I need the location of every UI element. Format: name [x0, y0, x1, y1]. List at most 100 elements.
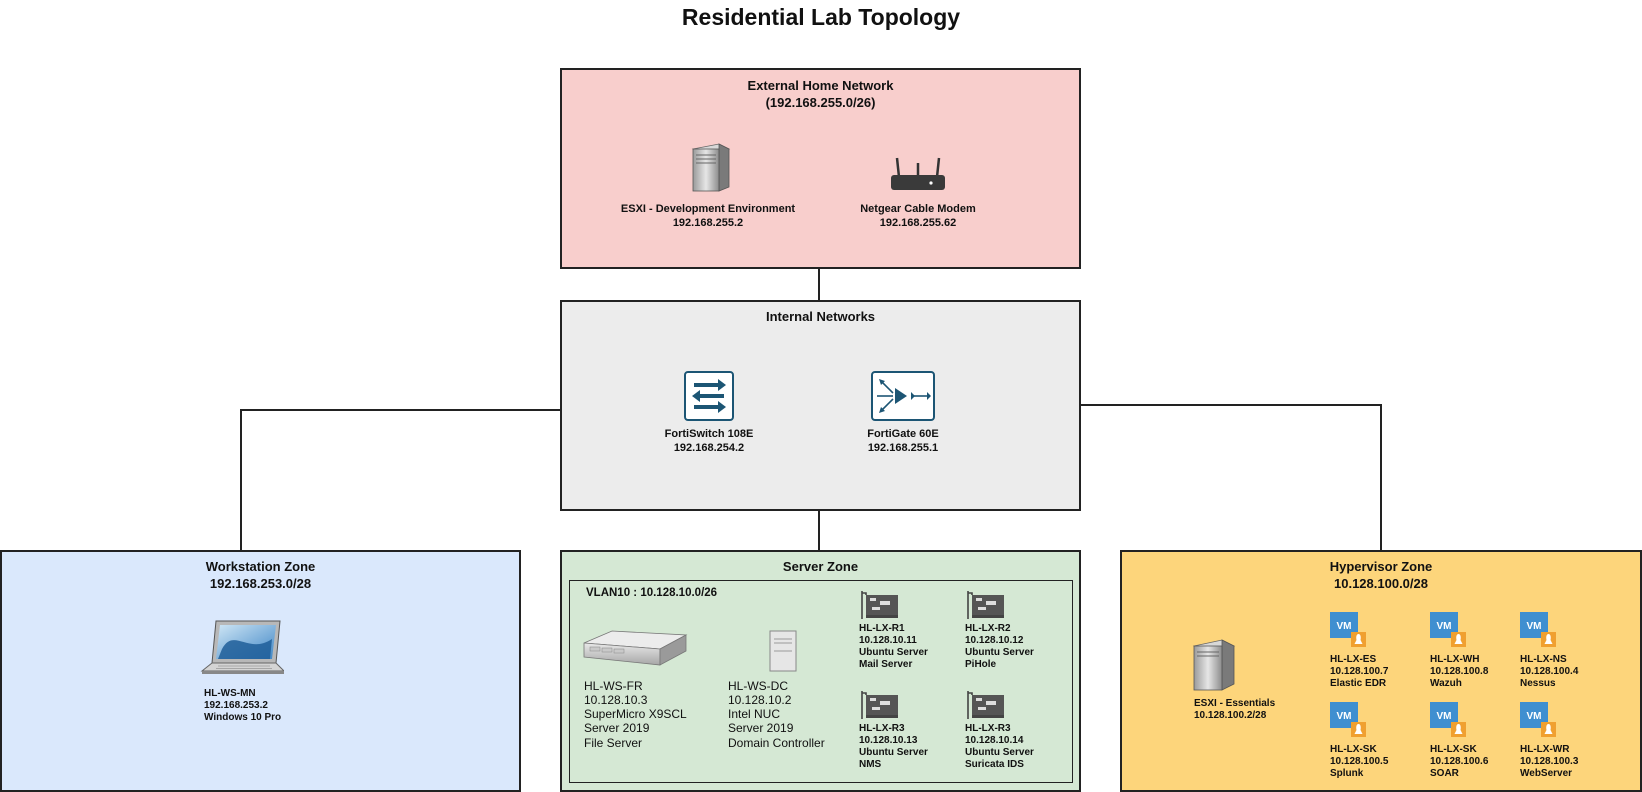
- external-network-zone: External Home Network (192.168.255.0/26)…: [560, 68, 1081, 269]
- workstation-zone: Workstation Zone 192.168.253.0/28 HL-WS-…: [0, 550, 521, 792]
- rack-server-icon: [583, 630, 688, 666]
- zone-title: External Home Network: [747, 78, 894, 93]
- switch-icon: [684, 371, 734, 421]
- device-name: FortiSwitch 108E: [664, 428, 754, 440]
- host-name: HL-WS-FR: [584, 679, 643, 693]
- host-role: Nessus: [1520, 678, 1556, 689]
- host-role: Domain Controller: [728, 736, 825, 750]
- host-role: Splunk: [1330, 768, 1364, 779]
- host-role: File Server: [584, 736, 643, 750]
- host-role: Wazuh: [1430, 678, 1462, 689]
- device-ip: 192.168.255.2: [672, 217, 744, 229]
- router-icon: [891, 157, 945, 190]
- network-card-icon: [967, 591, 1004, 619]
- host-ip: 10.128.100.5: [1330, 756, 1389, 767]
- firewall-icon: [871, 371, 935, 421]
- device-ip: 192.168.255.62: [879, 217, 957, 229]
- internal-networks-zone: Internal Networks FortiSwitch 108E 192.1…: [560, 300, 1081, 511]
- host-role: Elastic EDR: [1330, 678, 1387, 689]
- link-internal-workstation-v: [240, 409, 242, 550]
- device-name: ESXI - Development Environment: [620, 203, 796, 215]
- diagram-title: Residential Lab Topology: [681, 4, 961, 30]
- host-ip: 10.128.100.6: [1430, 756, 1489, 767]
- host-ip: 10.128.10.3: [584, 693, 648, 707]
- zone-subnet: (192.168.255.0/26): [765, 95, 876, 110]
- host-ip: 10.128.10.13: [859, 735, 918, 746]
- host-os: Windows 10 Pro: [204, 712, 282, 723]
- host-hardware: Intel NUC: [728, 707, 781, 721]
- host-name: HL-LX-NS: [1520, 654, 1567, 665]
- device-name: Netgear Cable Modem: [860, 203, 976, 215]
- host-role: WebServer: [1520, 768, 1573, 779]
- zone-subnet: 10.128.100.0/28: [1334, 576, 1428, 591]
- zone-title: Server Zone: [782, 559, 859, 574]
- vm-icon: VM: [1520, 702, 1556, 737]
- link-internal-hypervisor-h: [1080, 404, 1382, 406]
- host-os: Ubuntu Server: [965, 747, 1034, 758]
- host-name: HL-LX-R2: [965, 623, 1011, 634]
- host-role: PiHole: [965, 659, 997, 670]
- device-ip: 192.168.254.2: [673, 442, 745, 454]
- vlan-label: VLAN10 : 10.128.10.0/26: [586, 587, 718, 599]
- device-name: FortiGate 60E: [867, 428, 939, 440]
- network-card-icon: [967, 691, 1004, 719]
- zone-title: Hypervisor Zone: [1329, 559, 1433, 574]
- host-name: HL-WS-DC: [728, 679, 788, 693]
- zone-title: Internal Networks: [765, 309, 876, 324]
- host-name: ESXI - Essentials: [1194, 698, 1276, 709]
- host-name: HL-LX-WR: [1520, 744, 1570, 755]
- laptop-icon: [200, 620, 284, 674]
- host-ip: 10.128.10.12: [965, 635, 1024, 646]
- network-card-icon: [861, 591, 898, 619]
- vm-icon: VM: [1520, 612, 1556, 647]
- vm-icon: VM: [1330, 702, 1366, 737]
- vm-badge: VM: [1337, 621, 1352, 632]
- link-external-internal: [818, 268, 820, 300]
- vm-icon: VM: [1330, 612, 1366, 647]
- host-ip: 10.128.100.8: [1430, 666, 1489, 677]
- host-ip: 10.128.10.14: [965, 735, 1024, 746]
- host-name: HL-LX-R3: [965, 723, 1011, 734]
- host-ip: 10.128.100.3: [1520, 756, 1579, 767]
- host-ip: 10.128.100.7: [1330, 666, 1389, 677]
- host-ip: 10.128.100.4: [1520, 666, 1579, 677]
- device-ip: 192.168.255.1: [867, 442, 939, 454]
- host-os: Ubuntu Server: [859, 747, 928, 758]
- host-ip: 10.128.100.2/28: [1194, 710, 1267, 721]
- vm-badge: VM: [1337, 711, 1352, 722]
- host-name: HL-LX-WH: [1430, 654, 1480, 665]
- vm-badge: VM: [1527, 711, 1542, 722]
- vm-icon: VM: [1430, 702, 1466, 737]
- host-name: HL-LX-SK: [1430, 744, 1477, 755]
- server-zone: Server Zone VLAN10 : 10.128.10.0/26 HL-W…: [560, 550, 1081, 792]
- host-os: Server 2019: [728, 721, 794, 735]
- host-role: Mail Server: [859, 659, 913, 670]
- network-card-icon: [861, 691, 898, 719]
- vm-icon: VM: [1430, 612, 1466, 647]
- host-hardware: SuperMicro X9SCL: [584, 707, 687, 721]
- mini-pc-icon: [769, 630, 797, 672]
- host-os: Ubuntu Server: [965, 647, 1034, 658]
- host-role: NMS: [859, 759, 882, 770]
- vlan-container: VLAN10 : 10.128.10.0/26 HL-WS-FR 10.128.…: [569, 580, 1073, 783]
- host-name: HL-LX-SK: [1330, 744, 1377, 755]
- vm-badge: VM: [1437, 711, 1452, 722]
- host-os: Server 2019: [584, 721, 650, 735]
- host-ip: 192.168.253.2: [204, 700, 268, 711]
- host-ip: 10.128.10.2: [728, 693, 792, 707]
- vm-badge: VM: [1437, 621, 1452, 632]
- hypervisor-zone: Hypervisor Zone 10.128.100.0/28 ESXI - E…: [1120, 550, 1642, 792]
- host-role: SOAR: [1430, 768, 1459, 779]
- server-tower-icon: [1192, 639, 1236, 691]
- vm-badge: VM: [1527, 621, 1542, 632]
- host-name: HL-LX-ES: [1330, 654, 1377, 665]
- link-internal-server: [818, 510, 820, 550]
- server-tower-icon: [691, 143, 731, 192]
- zone-subnet: 192.168.253.0/28: [209, 576, 312, 591]
- link-internal-workstation-h: [240, 409, 560, 411]
- zone-title: Workstation Zone: [205, 559, 316, 574]
- host-name: HL-LX-R1: [859, 623, 905, 634]
- host-os: Ubuntu Server: [859, 647, 928, 658]
- host-ip: 10.128.10.11: [859, 635, 917, 646]
- link-internal-hypervisor-v: [1380, 404, 1382, 550]
